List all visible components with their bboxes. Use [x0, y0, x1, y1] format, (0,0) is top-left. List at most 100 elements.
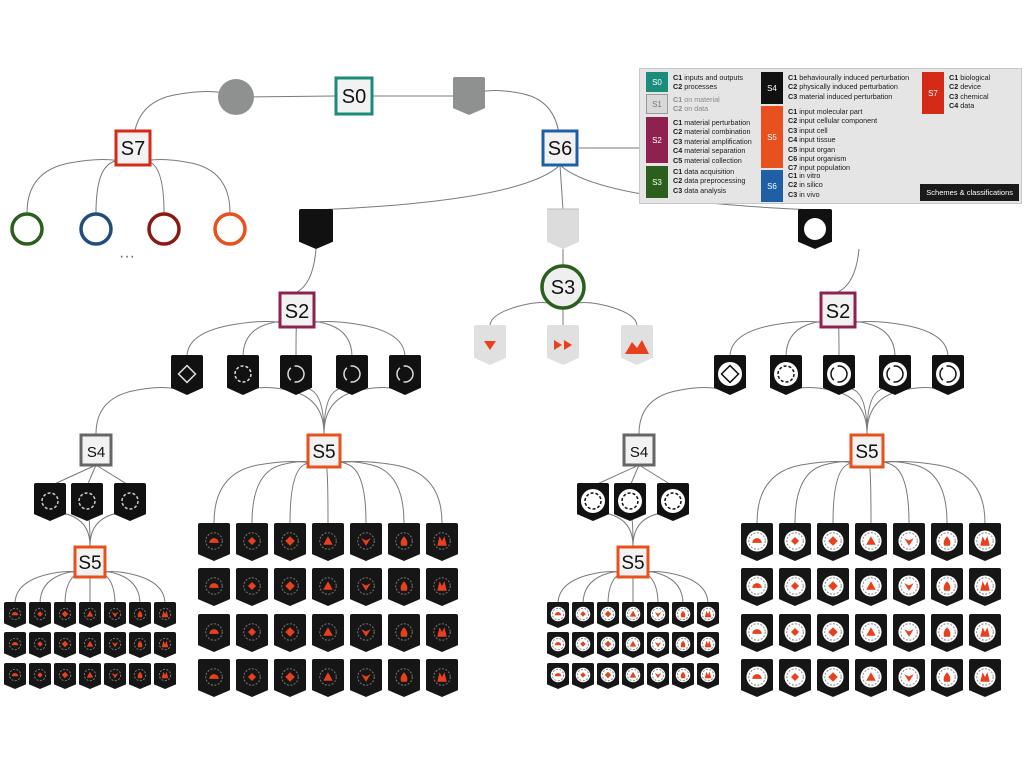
- legend-item: C3 material induced perturbation: [788, 91, 893, 101]
- tile-ring: [319, 623, 337, 641]
- diamond-glyph: [720, 364, 740, 384]
- tile-glyph: [752, 583, 762, 588]
- tile-ring: [651, 637, 665, 651]
- tile-glyph: [752, 629, 762, 634]
- edge: [296, 248, 317, 293]
- tile-ring: [133, 637, 147, 651]
- tile-glyph: [904, 674, 914, 682]
- tile-glyph: [680, 671, 686, 679]
- tile-glyph: [654, 673, 662, 679]
- tile-ring: [862, 532, 880, 550]
- edge: [785, 387, 868, 435]
- edge: [794, 461, 868, 524]
- tile-ring: [205, 577, 223, 595]
- tile-glyph: [904, 538, 914, 546]
- tile-glyph: [828, 536, 838, 546]
- tile-glyph: [437, 672, 447, 682]
- tile-glyph: [629, 640, 637, 647]
- legend-item: C1 inputs and outputs: [673, 73, 743, 82]
- tile-glyph: [361, 538, 371, 546]
- node-box-s6: [541, 129, 579, 167]
- tile-glyph: [554, 673, 562, 677]
- edge: [242, 387, 325, 435]
- tile-ring: [900, 668, 918, 686]
- tile-ring: [357, 577, 375, 595]
- legend-item: C2 data preprocessing: [673, 176, 746, 186]
- tile-ring: [651, 668, 665, 682]
- legend-item: C1 behaviourally induced perturbation: [788, 73, 910, 82]
- edge: [95, 159, 134, 214]
- edge: [638, 387, 731, 435]
- tile-ring: [433, 532, 451, 550]
- tile-ring: [651, 607, 665, 621]
- tile-glyph: [866, 672, 876, 681]
- edge: [26, 158, 134, 214]
- node-box-s2: [278, 291, 316, 329]
- ring-glyph: [121, 492, 139, 510]
- tile-glyph: [904, 629, 914, 637]
- legend-item: C2 processes: [673, 82, 717, 92]
- tile-ring: [576, 668, 590, 682]
- tile-glyph: [86, 640, 94, 647]
- tile-glyph: [137, 671, 143, 679]
- node-label-s2-left: S2: [285, 301, 309, 323]
- edge: [832, 461, 868, 524]
- tile-ring: [938, 668, 956, 686]
- tile-glyph: [604, 640, 612, 648]
- ring-glyph: [939, 365, 957, 383]
- tile-glyph: [943, 581, 951, 591]
- tile-glyph: [285, 581, 295, 591]
- tile-glyph: [790, 536, 800, 546]
- tile-ring: [433, 577, 451, 595]
- legend-item: C1 on material: [673, 95, 720, 104]
- tile-glyph: [980, 672, 990, 682]
- tile-ring: [938, 577, 956, 595]
- edge: [866, 461, 910, 524]
- tile-glyph: [828, 627, 838, 637]
- tile-glyph: [943, 536, 951, 546]
- edge: [289, 461, 325, 524]
- tile-ring: [357, 623, 375, 641]
- tile-glyph: [11, 642, 19, 646]
- edge: [323, 387, 406, 435]
- tile-glyph: [580, 611, 586, 617]
- tile-ring: [601, 668, 615, 682]
- edge: [866, 387, 949, 435]
- tile-glyph: [209, 674, 219, 679]
- edge: [592, 464, 640, 487]
- tile-glyph: [752, 674, 762, 679]
- tile-glyph: [161, 610, 169, 618]
- ring-glyph: [584, 492, 602, 510]
- tile-glyph: [37, 641, 43, 647]
- edge: [95, 464, 131, 487]
- node-box-s2: [819, 291, 857, 329]
- tile-glyph: [943, 627, 951, 637]
- tile-glyph: [866, 627, 876, 636]
- tile-ring: [601, 637, 615, 651]
- tile-glyph: [866, 536, 876, 545]
- node-label-s2-right: S2: [826, 301, 850, 323]
- tile-glyph: [980, 536, 990, 546]
- tile-ring: [33, 607, 47, 621]
- edge: [638, 464, 674, 487]
- tile-ring: [281, 668, 299, 686]
- tile-ring: [900, 577, 918, 595]
- legend-item: C1 material perturbation: [673, 118, 751, 127]
- tile-glyph: [400, 627, 408, 637]
- tile-glyph: [654, 642, 662, 648]
- legend-swatch: S5: [761, 106, 783, 168]
- tile-glyph: [904, 583, 914, 591]
- tile-glyph: [980, 627, 990, 637]
- tile-glyph: [111, 673, 119, 679]
- tile-glyph: [323, 627, 333, 636]
- outcome-circle: [10, 212, 44, 246]
- tile-ring: [158, 668, 172, 682]
- tile-glyph: [790, 581, 800, 591]
- play-down-icon: [484, 341, 496, 350]
- tile-glyph: [323, 672, 333, 681]
- tile-ring: [576, 637, 590, 651]
